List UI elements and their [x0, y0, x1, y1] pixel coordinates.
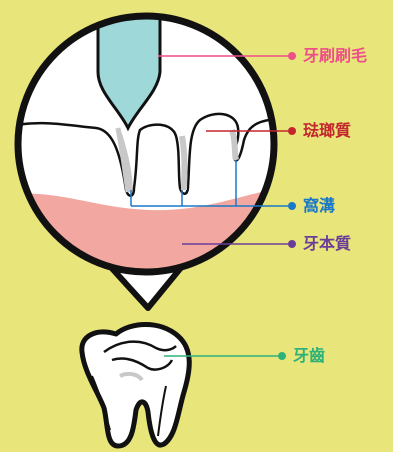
label-brush: 牙刷刷毛 [303, 47, 367, 65]
groove-shade-3 [232, 130, 236, 160]
label-dentin: 牙本質 [303, 235, 351, 253]
magnified-view [0, 0, 300, 300]
label-enamel: 琺瑯質 [303, 122, 351, 140]
tooth-illustration [82, 325, 189, 447]
groove-shade-2 [182, 136, 185, 190]
label-pit: 窩溝 [303, 197, 335, 215]
label-tooth: 牙齒 [293, 347, 325, 365]
